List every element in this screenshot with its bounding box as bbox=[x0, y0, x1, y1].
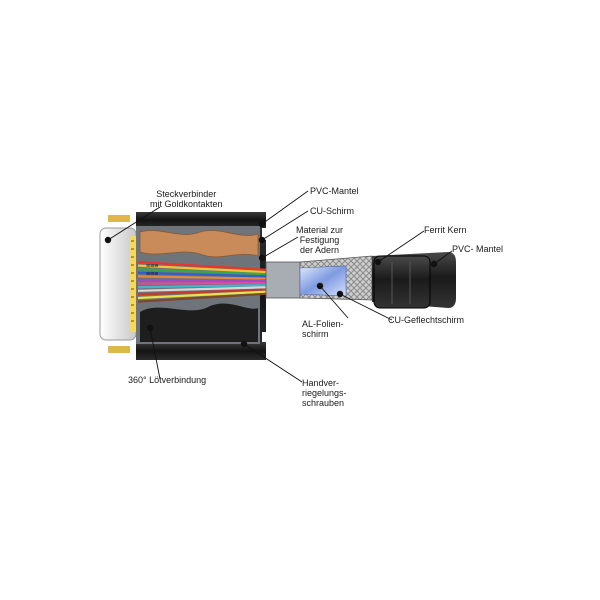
outer-cable bbox=[372, 252, 456, 309]
label-handverriegelung-line1: Handver- bbox=[302, 378, 340, 388]
label-cu-schirm: CU-Schirm bbox=[310, 206, 354, 216]
label-al-folienschirm: AL-Folien- schirm bbox=[302, 319, 344, 339]
label-steckverbinder: Steckverbinder mit Goldkontakten bbox=[150, 189, 223, 209]
label-material: Material zur Festigung der Adern bbox=[296, 225, 343, 255]
label-handverriegelung-line2: riegelungs- bbox=[302, 388, 347, 398]
gold-pins bbox=[131, 240, 134, 322]
label-material-line1: Material zur bbox=[296, 225, 344, 235]
cable-shield bbox=[265, 255, 373, 301]
label-material-line2: Festigung bbox=[299, 235, 340, 245]
gold-flange-top bbox=[108, 215, 130, 222]
label-material-line3: der Adern bbox=[299, 245, 340, 255]
label-ferrit-kern: Ferrit Kern bbox=[424, 225, 467, 235]
label-handverriegelung-line3: schrauben bbox=[302, 398, 345, 408]
label-al-folienschirm-line1: AL-Folien- bbox=[302, 319, 344, 329]
wire-markers: ≡≡≡ ≡≡≡ bbox=[146, 263, 158, 278]
ferrite-core bbox=[373, 255, 431, 309]
label-loetverbindung: 360° Lötverbindung bbox=[128, 375, 207, 385]
label-cu-geflechtschirm: CU-Geflechtschirm bbox=[388, 315, 465, 325]
gold-flange-bottom bbox=[108, 346, 130, 353]
label-steckverbinder-line1: Steckverbinder bbox=[156, 189, 217, 199]
svg-text:≡≡≡: ≡≡≡ bbox=[146, 263, 158, 270]
label-steckverbinder-line2: mit Goldkontakten bbox=[150, 199, 223, 209]
label-handverriegelung: Handver- riegelungs- schrauben bbox=[302, 378, 347, 408]
label-pvc-mantel-top: PVC-Mantel bbox=[310, 186, 359, 196]
al-foil-shield bbox=[299, 265, 347, 297]
copper-filling bbox=[139, 230, 259, 258]
leader-dots bbox=[104, 220, 438, 348]
leader-lines bbox=[107, 190, 453, 383]
label-pvc-mantel-right: PVC- Mantel bbox=[452, 244, 504, 254]
solder-potting bbox=[140, 303, 258, 342]
label-al-folienschirm-line2: schirm bbox=[302, 329, 329, 339]
connector-plug bbox=[99, 227, 137, 341]
svg-text:≡≡≡: ≡≡≡ bbox=[146, 271, 158, 278]
